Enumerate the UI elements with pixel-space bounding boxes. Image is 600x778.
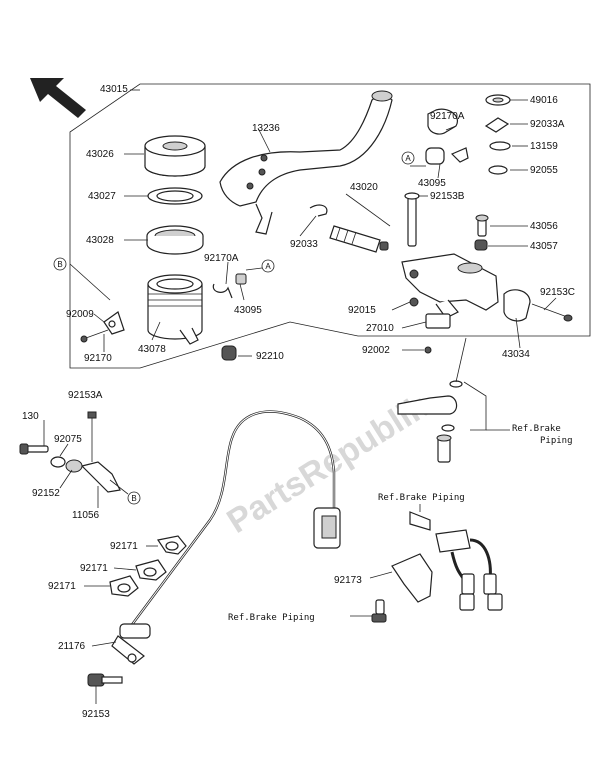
- part-label-92153B: 92153B: [430, 191, 465, 202]
- leader-92002: [455, 337, 467, 383]
- reservoir-plate: [147, 187, 203, 205]
- reservoir-bracket: [80, 311, 125, 343]
- part-label-92153C: 92153C: [540, 287, 575, 298]
- part-label-43057: 43057: [530, 241, 558, 252]
- part-label-92210: 92210: [256, 351, 284, 362]
- bleeder-valve: [474, 214, 489, 251]
- ref-brake-piping-top: Ref.Brake Piping: [378, 493, 465, 503]
- part-label-92002: 92002: [362, 345, 390, 356]
- part-label-43095-reservoir: 43095: [234, 305, 262, 316]
- assembly-outline: [69, 83, 591, 369]
- marker-a-upper: A: [261, 259, 275, 273]
- part-label-92153A: 92153A: [68, 390, 103, 401]
- part-label-92009: 92009: [66, 309, 94, 320]
- harness-clamp-2: [135, 559, 167, 581]
- sensor-bolt: [87, 673, 123, 687]
- part-label-13159: 13159: [530, 141, 558, 152]
- cable-guide: [19, 411, 121, 493]
- marker-b-upper: B: [53, 257, 67, 271]
- brake-piping-bracket: [463, 381, 487, 431]
- part-label-92152: 92152: [32, 488, 60, 499]
- part-label-92171-c: 92171: [48, 581, 76, 592]
- switch-cover: [425, 108, 469, 165]
- sensor-connector: [313, 507, 341, 549]
- part-label-49016: 49016: [530, 95, 558, 106]
- part-label-92171-a: 92171: [110, 541, 138, 552]
- harness-clamp-1: [157, 535, 187, 555]
- svg-text:A: A: [265, 262, 271, 271]
- part-label-43034: 43034: [502, 349, 530, 360]
- lever-pivot-bolt: [404, 192, 420, 247]
- part-label-92170A-switch: 92170A: [430, 111, 465, 122]
- part-label-92173: 92173: [334, 575, 362, 586]
- direction-arrow-icon: [30, 78, 86, 118]
- part-label-27010: 27010: [366, 323, 394, 334]
- reservoir-cap: [144, 135, 206, 177]
- part-label-11056: 11056: [72, 510, 100, 521]
- reservoir-grommet: [221, 345, 237, 361]
- brake-lever: [219, 90, 393, 235]
- reservoir-diaphragm: [146, 225, 204, 255]
- part-label-92075: 92075: [54, 434, 82, 445]
- marker-a-lower: A: [401, 151, 415, 165]
- ref-brake-piping-bottom: Ref.Brake Piping: [228, 613, 315, 623]
- part-label-130: 130: [22, 411, 39, 422]
- part-label-43015: 43015: [100, 84, 128, 95]
- reservoir-tank: [147, 274, 203, 345]
- svg-text:B: B: [57, 260, 62, 269]
- part-label-43095-switch: 43095: [418, 178, 446, 189]
- svg-text:B: B: [131, 494, 136, 503]
- marker-b-lower: B: [127, 491, 141, 505]
- part-label-13236: 13236: [252, 123, 280, 134]
- part-label-43056: 43056: [530, 221, 558, 232]
- wheel-speed-sensor: [111, 623, 151, 665]
- part-label-92033A: 92033A: [530, 119, 565, 130]
- reservoir-hose-clamp: [212, 273, 247, 299]
- ref-brake-piping-right-line2: Piping: [540, 436, 573, 446]
- part-label-92170: 92170: [84, 353, 112, 364]
- harness-clamp-3: [109, 575, 139, 597]
- part-label-92015: 92015: [348, 305, 376, 316]
- part-label-92170A-reservoir: 92170A: [204, 253, 239, 264]
- master-cylinder-piston: [309, 204, 389, 253]
- part-label-21176: 21176: [58, 641, 86, 652]
- part-label-92033: 92033: [290, 239, 318, 250]
- part-label-43027: 43027: [88, 191, 116, 202]
- master-cylinder-body: [401, 253, 499, 329]
- part-label-92153: 92153: [82, 709, 110, 720]
- banjo-fitting: [397, 380, 463, 463]
- part-label-43078: 43078: [138, 344, 166, 355]
- part-label-92055: 92055: [530, 165, 558, 176]
- reservoir-cap-small: [484, 94, 511, 175]
- part-label-43028: 43028: [86, 235, 114, 246]
- lever-holder-clamp: [503, 289, 573, 322]
- part-label-43026: 43026: [86, 149, 114, 160]
- part-label-43020: 43020: [350, 182, 378, 193]
- ref-brake-piping-right-line1: Ref.Brake: [512, 424, 561, 434]
- part-label-92171-b: 92171: [80, 563, 108, 574]
- svg-text:A: A: [405, 154, 411, 163]
- brake-piping-assembly: [371, 511, 503, 623]
- leader-lines: [43, 89, 557, 704]
